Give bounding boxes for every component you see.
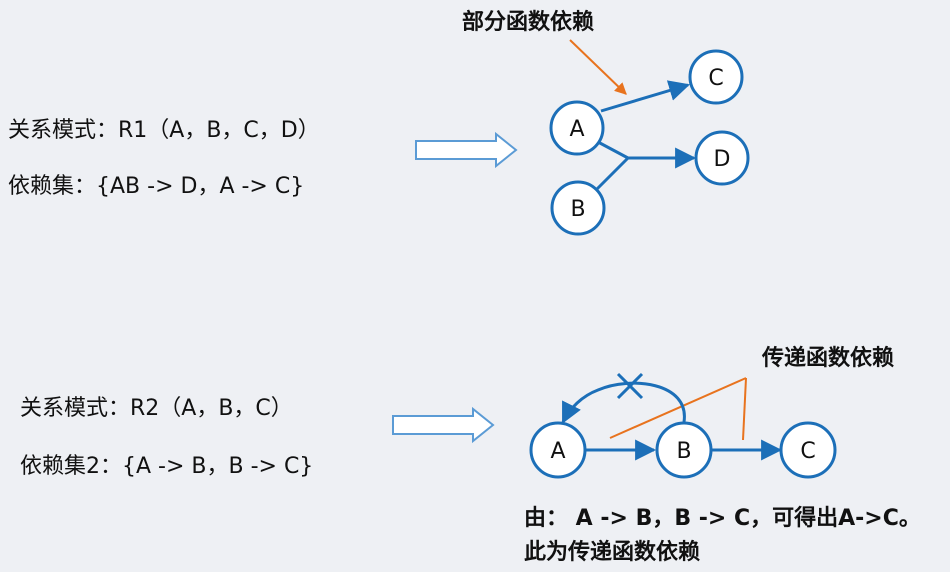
edge-b-merge [594, 156, 630, 192]
transitive-annotation-line-1 [609, 377, 747, 439]
partial-annotation-pointer [569, 39, 627, 95]
conclusion-line-2: 此为传递函数依赖 [524, 540, 701, 565]
node-a-r2: A [529, 421, 587, 479]
node-b-r1: B [550, 180, 606, 236]
svg-text:B: B [570, 197, 585, 222]
svg-text:B: B [676, 439, 691, 464]
schema-r2: 关系模式：R2（A，B，C） [20, 396, 293, 421]
implies-arrow-2 [392, 406, 495, 444]
node-c-r2: C [779, 421, 837, 479]
node-c-r1: C [688, 49, 744, 105]
edge-a-merge [597, 140, 629, 160]
node-b-r2: B [655, 421, 713, 479]
fd-set-r2: 依赖集2：{A -> B，B -> C} [20, 454, 314, 479]
svg-text:A: A [550, 439, 565, 464]
conclusion-line-1: 由： A -> B，B -> C，可得出A->C。 [524, 506, 921, 531]
transitive-annotation-line-2 [742, 377, 747, 441]
schema-r1: 关系模式：R1（A，B，C，D） [8, 118, 320, 143]
fd-set-r1: 依赖集：{AB -> D，A -> C} [8, 174, 305, 199]
partial-dependency-label: 部分函数依赖 [462, 10, 595, 35]
implies-arrow-1 [415, 131, 518, 169]
transitive-dependency-label: 传递函数依赖 [762, 346, 895, 371]
cross-mark [616, 372, 644, 400]
svg-text:D: D [714, 147, 731, 172]
node-d-r1: D [694, 130, 750, 186]
node-a-r1: A [549, 100, 605, 156]
crossed-arc-b-to-a [561, 381, 686, 424]
svg-text:C: C [708, 66, 723, 91]
edge-a-to-c [600, 80, 691, 113]
svg-text:C: C [800, 439, 815, 464]
svg-text:A: A [569, 117, 584, 142]
